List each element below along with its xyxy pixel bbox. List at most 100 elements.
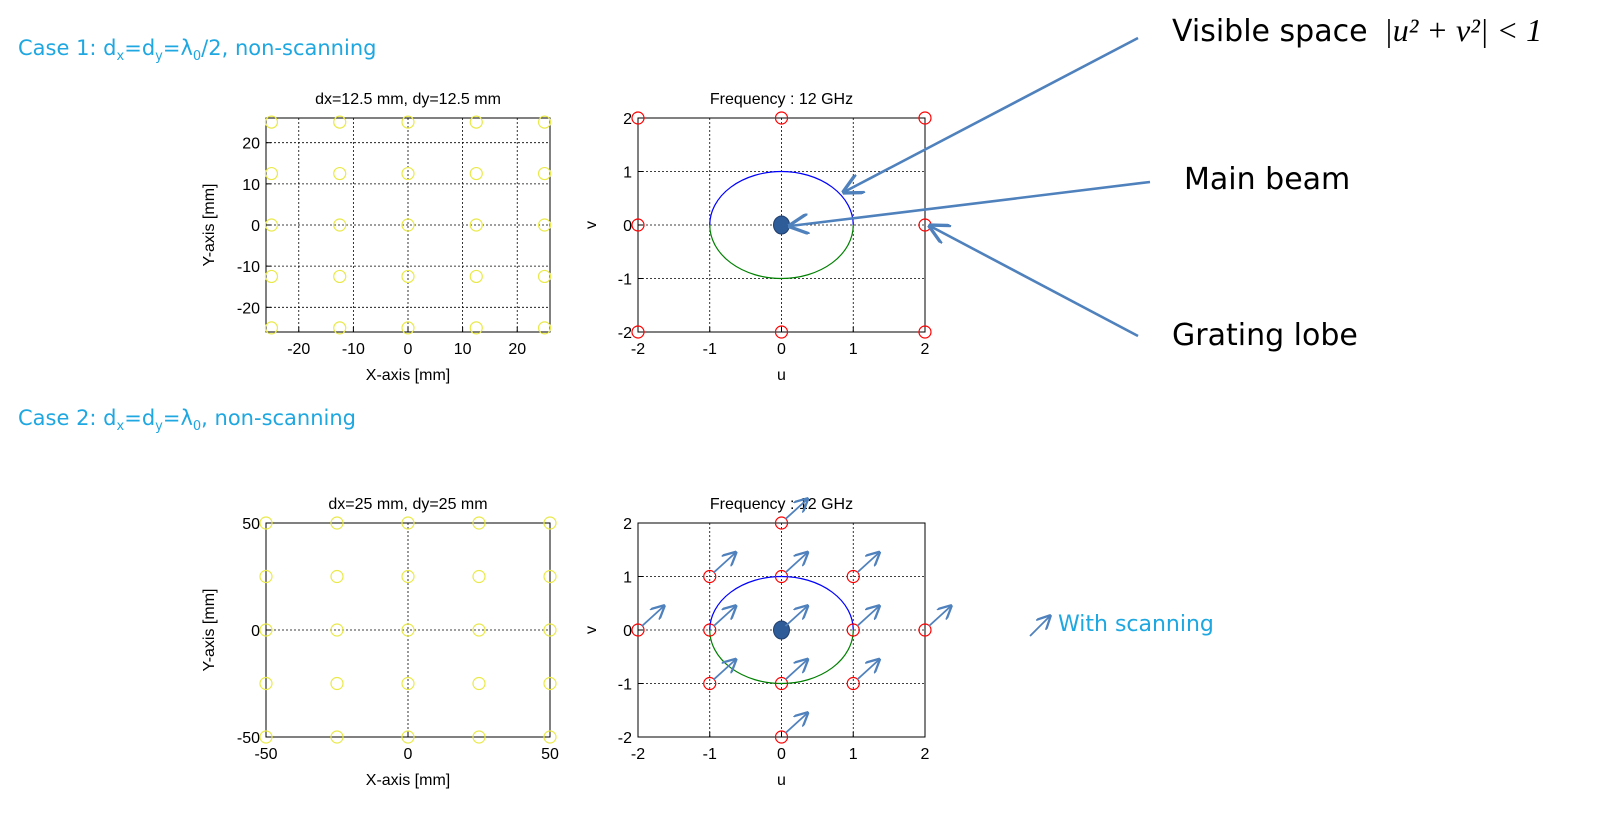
- element-marker-2-3-2: [401, 569, 415, 584]
- grating-lobe-marker-3-8: [703, 676, 717, 691]
- element-marker-0-4-0: [264, 115, 279, 129]
- grating-lobe-marker-3-10: [846, 676, 860, 691]
- case1-title: Case 1: dx=dy=λ0/2, non-scanning: [18, 36, 377, 65]
- grating-lobe-marker-1-2: [918, 111, 932, 125]
- element-marker-2-0-2: [401, 730, 415, 744]
- element-marker-2-1-1: [330, 676, 344, 691]
- element-marker-0-3-0: [264, 166, 279, 181]
- y-tick-label-0-4: 20: [242, 136, 260, 153]
- scan-arrow-3-1: [713, 553, 736, 574]
- element-marker-2-4-0: [259, 516, 273, 530]
- scan-arrow-3-6: [784, 606, 808, 627]
- x-tick-label-1-3: 1: [849, 341, 858, 358]
- case2-title: Case 2: dx=dy=λ0, non-scanning: [18, 406, 357, 435]
- element-marker-0-0-1: [333, 321, 347, 335]
- element-marker-2-3-0: [259, 569, 273, 584]
- x-axis-label-1: u: [777, 367, 786, 384]
- element-marker-2-4-1: [330, 516, 344, 530]
- x-axis-label-0: X-axis [mm]: [366, 367, 450, 384]
- visible-space-equation: |u² + v²| < 1: [1384, 12, 1543, 48]
- element-marker-2-4-2: [401, 516, 415, 530]
- element-marker-2-4-4: [543, 516, 557, 530]
- x-axis-label-2: X-axis [mm]: [366, 772, 450, 789]
- x-tick-label-1-1: -1: [703, 341, 717, 358]
- scan-arrow-3-7: [856, 606, 879, 627]
- grating-lobe-marker-3-5: [703, 623, 717, 637]
- x-tick-label-0-0: -20: [287, 341, 310, 358]
- x-tick-label-2-2: 50: [541, 746, 559, 763]
- element-marker-2-4-3: [472, 516, 486, 530]
- x-tick-label-0-4: 20: [508, 341, 526, 358]
- grating-lobe-marker-1-0: [631, 111, 645, 125]
- element-marker-0-2-1: [333, 218, 347, 232]
- element-marker-0-3-4: [537, 166, 552, 181]
- x-tick-label-0-3: 10: [454, 341, 472, 358]
- element-marker-2-0-3: [472, 730, 486, 744]
- grating-lobe-marker-3-3: [846, 569, 860, 584]
- main-beam-label: Main beam: [1184, 162, 1351, 197]
- grating-lobe-marker-3-11: [774, 730, 789, 744]
- x-tick-label-3-3: 1: [849, 746, 858, 763]
- grating-lobe-marker-1-1: [774, 111, 789, 125]
- element-marker-2-2-1: [330, 623, 344, 637]
- visible-space-arrow: [844, 36, 1139, 192]
- x-tick-label-3-4: 2: [921, 746, 930, 763]
- y-axis-label-1: v: [583, 221, 600, 229]
- element-marker-0-4-3: [469, 115, 483, 129]
- y-tick-label-1-0: -2: [618, 325, 632, 342]
- visible-circle-upper-1: [709, 170, 854, 226]
- element-marker-2-0-0: [259, 730, 273, 744]
- element-marker-0-1-4: [537, 269, 552, 284]
- x-tick-label-0-2: 0: [404, 341, 413, 358]
- element-marker-2-2-2: [401, 623, 415, 637]
- visible-circle-upper-3: [709, 575, 854, 631]
- element-marker-2-1-3: [472, 676, 486, 691]
- grating-lobe-marker-3-9: [774, 676, 789, 691]
- y-tick-label-0-1: -10: [237, 259, 260, 276]
- element-marker-0-0-4: [537, 321, 552, 335]
- grating-lobe-marker-3-1: [703, 569, 717, 584]
- y-tick-label-1-4: 2: [623, 111, 632, 128]
- element-marker-0-3-1: [333, 166, 347, 181]
- scan-arrow-3-2: [784, 553, 808, 574]
- chart-title-2: dx=25 mm, dy=25 mm: [328, 496, 487, 513]
- scan-legend-arrow-icon: [1029, 616, 1050, 637]
- y-tick-label-0-2: 0: [251, 218, 260, 235]
- element-marker-0-0-0: [264, 321, 279, 335]
- scan-arrow-3-9: [713, 660, 736, 681]
- element-marker-0-4-1: [333, 115, 347, 129]
- grating-lobe-label: Grating lobe: [1172, 318, 1358, 353]
- element-marker-0-2-2: [401, 218, 415, 232]
- visible-circle-lower-3: [709, 629, 854, 685]
- grating-lobe-marker-3-7: [918, 623, 932, 637]
- grating-lobe-arrow: [930, 226, 1139, 338]
- element-marker-2-1-4: [543, 676, 557, 691]
- element-marker-2-2-0: [259, 623, 273, 637]
- y-tick-label-1-2: 0: [623, 218, 632, 235]
- x-tick-label-3-0: -2: [631, 746, 645, 763]
- element-marker-0-1-0: [264, 269, 279, 284]
- element-marker-2-3-3: [472, 569, 486, 584]
- scan-arrow-3-8: [928, 606, 951, 627]
- grating-lobe-marker-1-3: [631, 218, 645, 232]
- element-marker-0-0-3: [469, 321, 483, 335]
- y-tick-label-2-0: -50: [237, 730, 260, 747]
- y-tick-label-1-3: 1: [623, 165, 632, 182]
- element-marker-0-1-2: [401, 269, 415, 284]
- y-tick-label-3-0: -2: [618, 730, 632, 747]
- y-tick-label-2-2: 50: [242, 516, 260, 533]
- y-tick-label-0-0: -20: [237, 300, 260, 317]
- element-marker-0-1-3: [469, 269, 483, 284]
- element-marker-0-1-1: [333, 269, 347, 284]
- element-marker-2-3-4: [543, 569, 557, 584]
- x-tick-label-1-2: 0: [777, 341, 786, 358]
- y-tick-label-3-1: -1: [618, 677, 632, 694]
- element-marker-0-2-3: [469, 218, 483, 232]
- scan-arrow-3-4: [641, 606, 664, 627]
- element-marker-0-3-3: [469, 166, 483, 181]
- element-marker-2-0-4: [543, 730, 557, 744]
- grating-lobe-marker-1-5: [631, 325, 645, 339]
- element-marker-0-3-2: [401, 166, 415, 181]
- scan-arrow-3-5: [713, 606, 736, 627]
